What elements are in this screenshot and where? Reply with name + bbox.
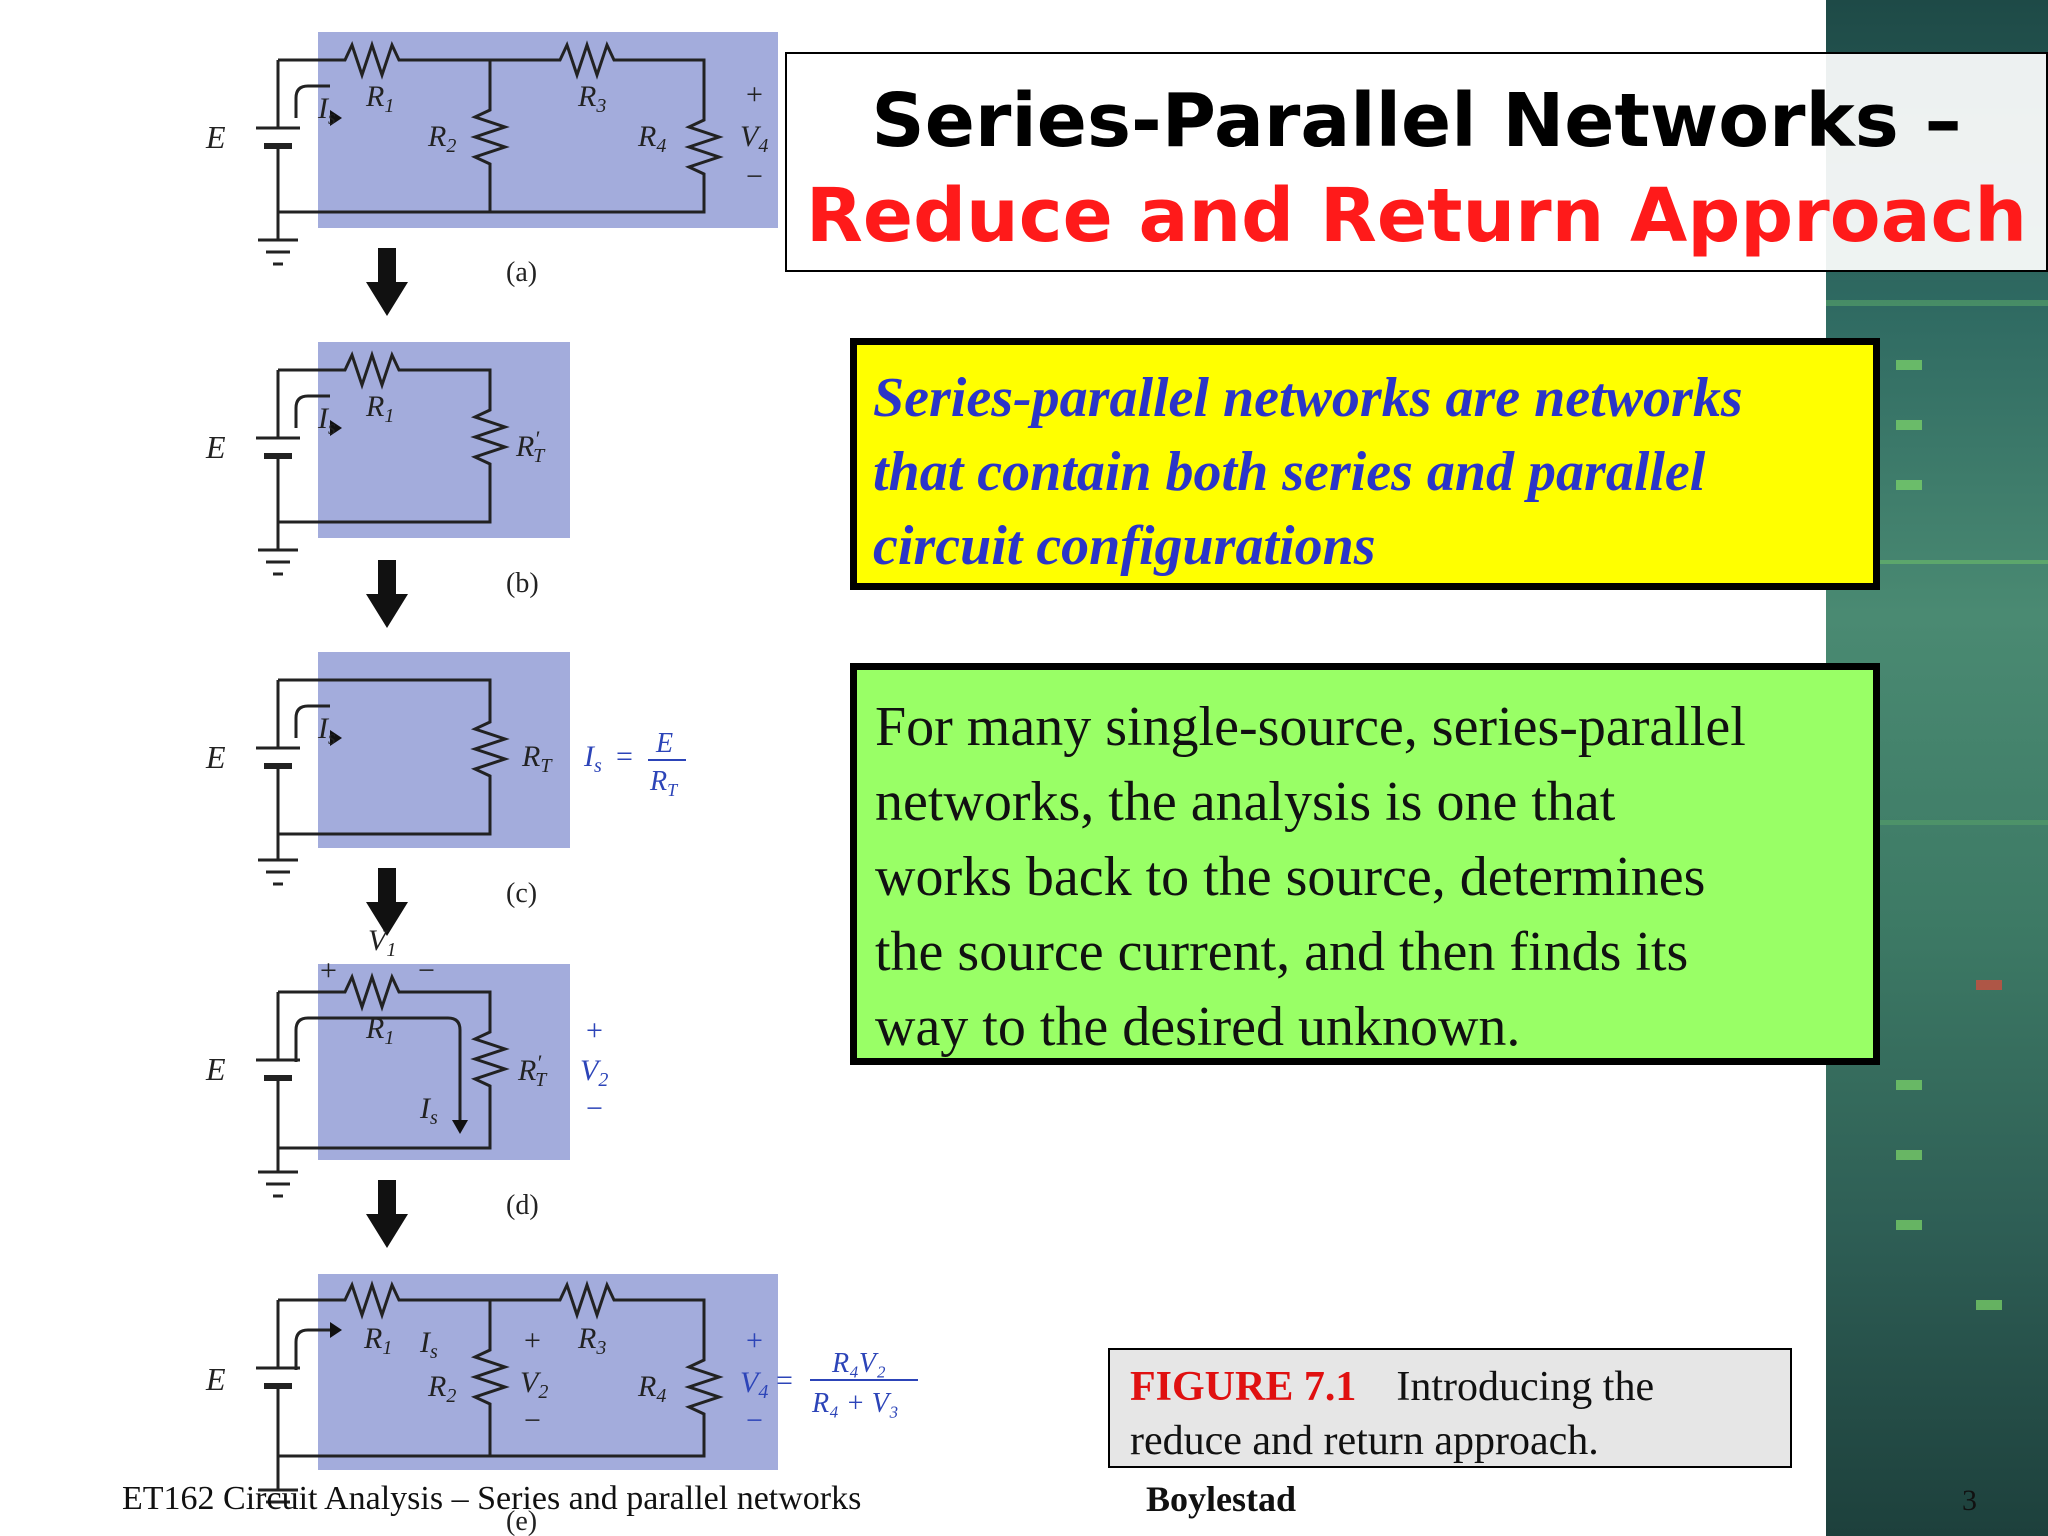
circuit-c [256,678,510,886]
polarity-minus: − [586,1092,603,1125]
current-label-e: Is [419,1326,438,1363]
down-arrow-icon [366,1180,408,1248]
resistor-label-r1: R1 [365,80,394,117]
resistor-label-rt-prime: R′T [517,1050,548,1091]
polarity-plus: + [746,1324,763,1357]
definition-line: that contain both series and parallel [873,441,1706,503]
circuit-d [256,972,510,1198]
footer-page-number: 3 [1962,1484,1977,1517]
circuit-e [256,1280,724,1504]
resistor-label-r4: R4 [637,120,666,157]
panel-label-c: (c) [506,878,537,909]
resistor-label-r3: R3 [577,1322,606,1359]
polarity-minus: − [746,160,763,193]
figure-caption: FIGURE 7.1 Introducing the reduce and ret… [1108,1348,1792,1468]
definition-box: Series-parallel networks are networks th… [850,338,1880,590]
polarity-minus: − [746,1404,763,1437]
current-label-c: Is [317,712,336,749]
resistor-label-r2: R2 [427,120,456,157]
current-arrow-icon [330,420,342,436]
formula-denominator: RT [649,766,679,800]
voltage-label-v2: V2 [520,1366,548,1403]
panel-label-b: (b) [506,568,539,599]
flow-arrows [330,110,468,1338]
source-label-e: E [205,1361,226,1397]
current-arrow-icon [330,730,342,746]
page-title: Series-Parallel Networks – [871,78,1962,164]
definition-line: Series-parallel networks are networks [873,367,1743,429]
resistor-label-r1: R1 [363,1322,392,1359]
resistor-label-r2: R2 [427,1370,456,1407]
voltage-label-v4: V4 [740,1366,768,1403]
current-arrow-icon [452,1120,468,1134]
figure-caption-line2: reduce and return approach. [1130,1418,1599,1464]
resistor-label-rt-prime: R′T [515,426,546,467]
title-box: Series-Parallel Networks – Reduce and Re… [785,52,2048,272]
definition-line: circuit configurations [873,515,1376,577]
voltage-label-v1: V1 [368,924,396,961]
circuit-a [256,40,724,266]
panel-label-d: (d) [506,1190,539,1221]
polarity-plus: + [586,1014,603,1047]
formula-equals: = [616,740,633,773]
panel-label-e: (e) [506,1506,537,1536]
resistor-label-rt: RT [521,740,553,777]
down-arrow-icon [366,248,408,316]
current-label-d: Is [419,1092,438,1129]
source-label-b: E [205,429,226,465]
description-line: way to the desired unknown. [875,996,1521,1058]
description-line: works back to the source, determines [875,846,1706,908]
polarity-plus: + [746,78,763,111]
polarity-minus: − [524,1404,541,1437]
formula-denominator: R₄ + V₃ [811,1388,899,1419]
polarity-plus: + [320,954,337,987]
panel-label-a: (a) [506,257,537,288]
voltage-label-v4: V4 [740,120,768,157]
panel-c-background [318,652,570,848]
figure-caption-text: Introducing the [1396,1364,1655,1410]
page-subtitle: Reduce and Return Approach [805,173,2028,259]
resistor-label-r1: R1 [365,1012,394,1049]
current-label-a: Is [317,92,336,129]
figure-caption-line1: FIGURE 7.1 Introducing the [1130,1360,1772,1414]
resistor-label-r1: R1 [365,390,394,427]
footer-author: Boylestad [1146,1479,1297,1519]
source-label-c: E [205,739,226,775]
footer-course: ET162 Circuit Analysis – Series and para… [122,1480,862,1517]
resistor-label-r3: R3 [577,80,606,117]
description-line: networks, the analysis is one that [875,771,1616,833]
source-label-d: E [205,1051,226,1087]
description-line: the source current, and then finds its [875,921,1689,983]
polarity-minus: − [418,954,435,987]
description-box: For many single-source, series-parallel … [850,663,1880,1065]
description-line: For many single-source, series-parallel [875,696,1746,758]
formula-equals: = [776,1364,793,1397]
formula-is: Is [583,740,602,777]
source-label-a: E [205,119,226,155]
voltage-label-v2: V2 [580,1054,608,1091]
circuit-b [256,350,510,576]
current-arrow-icon [330,1322,342,1338]
polarity-plus: + [524,1324,541,1357]
current-arrow-icon [330,110,342,126]
circuit-diagrams: (a) (b) (c) (d) (e) E E E E E Is Is Is I… [205,32,918,1536]
formula-numerator: E [655,728,673,759]
resistor-label-r4: R4 [637,1370,666,1407]
down-arrow-icon [366,560,408,628]
figure-label: FIGURE 7.1 [1130,1364,1357,1410]
current-label-b: Is [317,402,336,439]
formula-numerator: R₄V₂ [831,1348,886,1379]
down-arrow-icon [366,868,408,936]
